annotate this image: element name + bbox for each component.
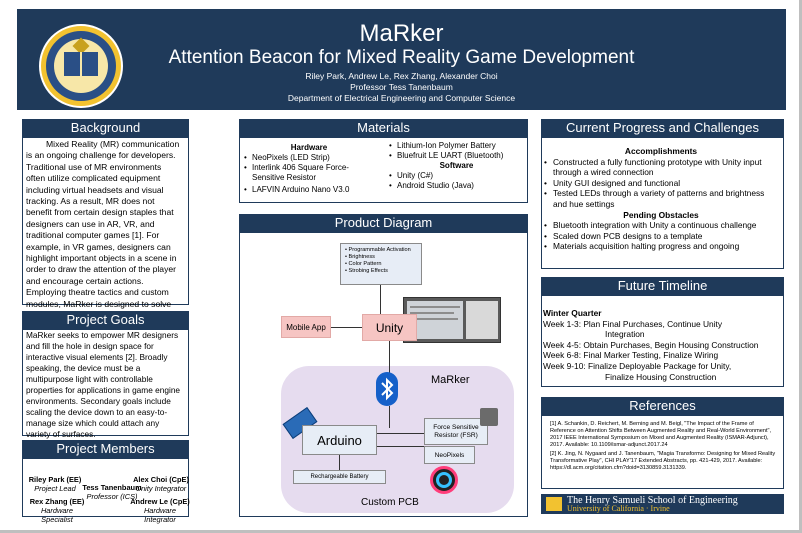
neopixel-ring-image [430,466,458,494]
fsr-box: Force Sensitive Resistor (FSR) [424,418,488,445]
members-panel [22,458,189,517]
material-item: Android Studio (Java) [389,181,524,191]
references-panel [541,415,784,489]
member-riley: Riley Park (EE)Project Lead [28,475,82,493]
timeline-item: Week 1-3: Plan Final Purchases, Continue… [543,318,723,329]
feature-item: • Color Pattern [345,261,382,267]
materials-software: Lithium-Ion Polymer Battery Bluefruit LE… [389,141,524,191]
member-alex: Alex Choi (CpE)Unity Integrator [133,475,189,493]
materials-hardware: Hardware NeoPixels (LED Strip) Interlink… [244,143,374,195]
timeline-item: Week 6-8: Final Marker Testing, Finalize… [543,350,719,361]
feature-item: • Programmable Activation [345,247,411,253]
material-item: NeoPixels (LED Strip) [244,153,374,163]
connector-line [331,327,362,328]
timeline-content: Winter Quarter Week 1-3: Plan Final Purc… [543,308,783,382]
progress-item: Scaled down PCB designs to a template [543,231,779,242]
school-mark-icon [546,497,562,511]
pcb-label: Custom PCB [361,497,419,508]
goals-heading: Project Goals [22,311,189,329]
arduino-box: Arduino [302,425,377,455]
connector-line [389,406,390,428]
authors: Riley Park, Andrew Le, Rex Zhang, Alexan… [305,71,498,81]
uci-seal-logo [39,24,123,108]
battery-box: Rechargeable Battery [293,470,386,484]
timeline-item-cont: Integration [605,329,645,340]
feature-item: • Strobing Effects [345,268,388,274]
timeline-heading: Future Timeline [541,277,784,295]
members-heading: Project Members [22,440,189,458]
references-content: [1] A. Schankin, D. Reichert, M. Berning… [550,421,776,472]
progress-content: Accomplishments Constructed a fully func… [543,146,779,252]
poster-header: MaRker Attention Beacon for Mixed Realit… [17,9,786,110]
mobile-app-box: Mobile App [281,316,331,338]
member-andrew: Andrew Le (CpE)Hardware Integrator [130,497,190,524]
software-heading: Software [439,161,474,170]
timeline-item-cont: Finalize Housing Construction [605,371,717,382]
material-item: Lithium-Ion Polymer Battery [389,141,524,151]
connector-line [377,433,425,434]
reference-item: [1] A. Schankin, D. Reichert, M. Berning… [550,421,772,448]
material-item: Unity (C#) [389,171,524,181]
diagram-heading: Product Diagram [239,214,528,232]
background-panel [22,137,189,305]
hardware-heading: Hardware [290,143,328,152]
progress-heading: Current Progress and Challenges [541,119,784,137]
material-item: Interlink 406 Square Force-Sensitive Res… [244,163,374,183]
connector-line [339,455,340,470]
unity-box: Unity [362,314,417,341]
professor: Professor Tess Tanenbaum [350,82,453,92]
member-rex: Rex Zhang (EE)Hardware Specialist [29,497,85,524]
unity-editor-screenshot [403,297,501,343]
reference-item: [2] K. Jing, N. Nygaard and J. Tanenbaum… [550,451,776,471]
timeline-quarter: Winter Quarter [543,308,602,318]
feature-item: • Brightness [345,254,375,260]
connector-line [389,341,390,374]
department: Department of Electrical Engineering and… [287,93,516,103]
goals-text: MaRker seeks to empower MR designers and… [26,330,181,439]
progress-item: Constructed a fully functioning prototyp… [543,157,779,178]
obstacles-heading: Pending Obstacles [623,209,699,220]
author-block: Riley Park, Andrew Le, Rex Zhang, Alexan… [17,71,786,104]
poster-subtitle: Attention Beacon for Mixed Reality Game … [168,47,635,68]
progress-item: Bluetooth integration with Unity a conti… [543,220,779,231]
engineering-school-logo: The Henry Samueli School of Engineering … [541,494,784,514]
background-text: Mixed Reality (MR) communication is an o… [26,139,180,320]
material-item: LAFVIN Arduino Nano V3.0 [244,185,374,195]
timeline-panel [541,295,784,387]
materials-heading: Materials [239,119,528,137]
progress-item: Unity GUI designed and functional [543,178,779,189]
progress-item: Tested LEDs through a variety of pattern… [543,188,779,209]
goals-panel [22,329,189,436]
timeline-item: Week 4-5: Obtain Purchases, Begin Housin… [543,339,759,350]
material-item: Bluefruit LE UART (Bluetooth) [389,151,524,161]
connector-line [377,446,425,447]
bluetooth-icon [376,372,398,406]
references-heading: References [541,397,784,415]
progress-item: Materials acquisition halting progress a… [543,241,779,252]
accomplishments-heading: Accomplishments [624,146,698,156]
fsr-image [480,408,498,426]
marker-label: MaRker [431,374,470,386]
timeline-item: Week 9-10: Finalize Deployable Package f… [543,360,732,371]
features-box: • Programmable Activation • Brightness •… [340,243,422,285]
poster-title: MaRker [359,20,444,47]
neopixels-box: NeoPixels [424,446,475,464]
background-heading: Background [22,119,189,137]
connector-line [380,285,381,315]
